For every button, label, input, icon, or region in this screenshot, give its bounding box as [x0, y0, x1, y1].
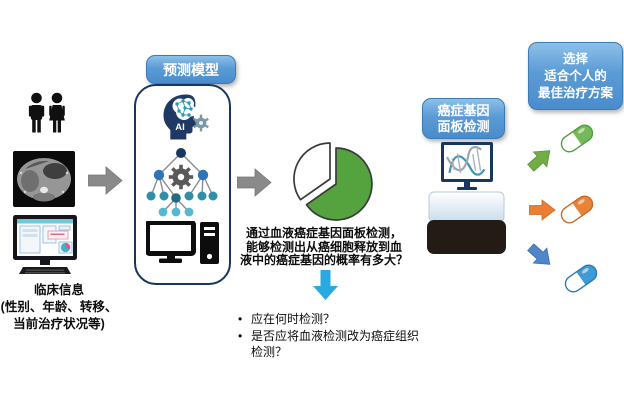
- clinical-info-caption: 临床信息 (性别、年龄、转移、 当前治疗状况等): [0, 282, 118, 333]
- panel-test-line1: 癌症基因: [437, 102, 490, 118]
- ct-scan-image: [13, 151, 75, 207]
- bullet-text: 应在何时检测？: [251, 312, 336, 326]
- question-line1: 通过血液癌症基因面板检测，: [245, 226, 402, 240]
- green-arrow-icon: [523, 142, 558, 176]
- treatment-line2: 适合个人的: [544, 68, 607, 83]
- prediction-model-label: 预测模型: [146, 55, 236, 84]
- blue-arrow-icon: [523, 239, 558, 273]
- panel-test-line2: 面板检测: [437, 118, 490, 134]
- orange-arrow-icon: [529, 199, 556, 221]
- arrow-right-icon: [237, 167, 272, 198]
- prediction-model-label-text: 预测模型: [163, 61, 219, 78]
- clinical-caption-line1: 临床信息: [33, 283, 84, 297]
- bullet-item: 是否应将血液检测改为癌症组织检测？: [236, 328, 422, 360]
- ai-head-icon: AI: [153, 91, 211, 147]
- bullet-item: 应在何时检测？: [236, 311, 422, 327]
- question-line3: 液中的癌症基因的概率有多大？: [239, 253, 408, 267]
- orange-pill-icon: [556, 191, 598, 228]
- question-text: 通过血液癌症基因面板检测， 能够检测出从癌细胞释放到血 液中的癌症基因的概率有多…: [228, 226, 420, 268]
- clinical-caption-line3: 当前治疗状况等): [13, 317, 105, 331]
- blue-pill-icon: [560, 260, 602, 297]
- green-pill-icon: [556, 120, 598, 157]
- treatment-label: 选择 适合个人的 最佳治疗方案: [528, 42, 623, 110]
- medical-records-monitor-icon: [12, 214, 78, 278]
- bullet-list: 应在何时检测？ 是否应将血液检测改为癌症组织检测？: [236, 311, 422, 361]
- treatment-line1: 选择: [562, 51, 588, 66]
- couple-icon: [24, 92, 70, 144]
- panel-test-label: 癌症基因 面板检测: [422, 98, 505, 139]
- ai-label: AI: [175, 122, 185, 133]
- arrow-right-icon: [88, 165, 123, 196]
- bullet-text: 是否应将血液检测改为癌症组织检测？: [251, 329, 420, 359]
- clinical-caption-line2: (性别、年龄、转移、: [0, 300, 118, 314]
- pie-chart: [284, 139, 380, 223]
- dna-sequencer-icon: [426, 142, 507, 256]
- decision-tree-icon: [143, 145, 219, 217]
- question-line2: 能够检测出从癌细胞释放到血: [245, 239, 402, 254]
- arrow-down-icon: [312, 270, 339, 301]
- treatment-line3: 最佳治疗方案: [537, 85, 613, 100]
- desktop-computer-icon: [146, 221, 220, 267]
